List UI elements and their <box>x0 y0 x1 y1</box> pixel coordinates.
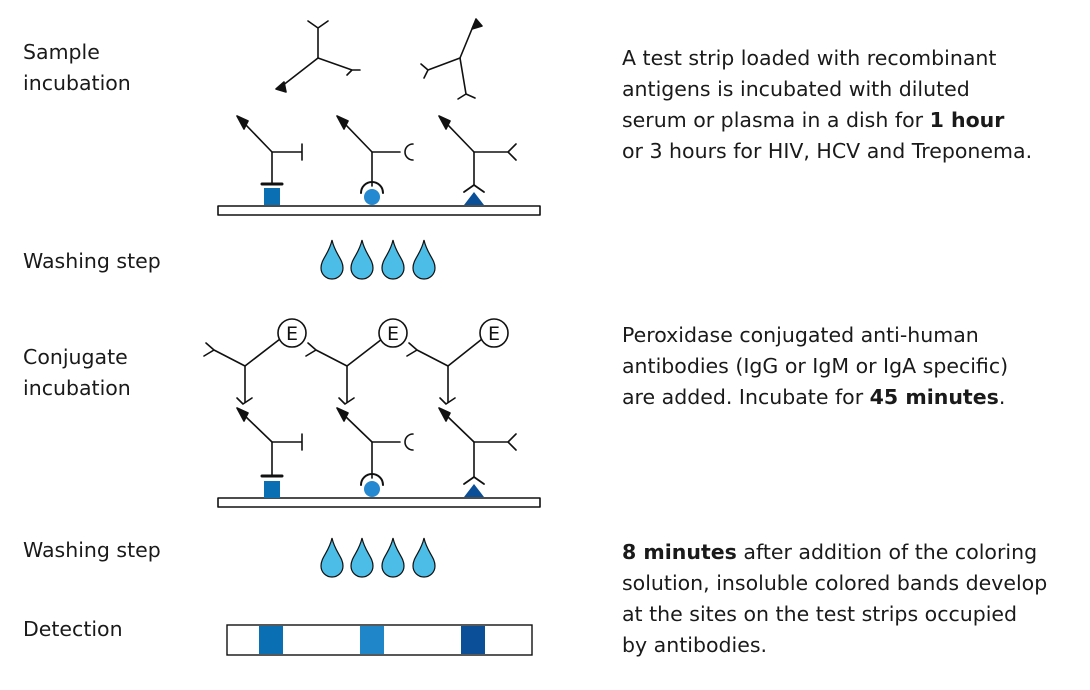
step-label-detection: Detection <box>23 617 123 641</box>
free-antibody-1 <box>275 20 361 93</box>
antigen-square <box>264 188 280 205</box>
water-drop-icon <box>320 239 344 280</box>
free-antibody-2 <box>420 18 483 100</box>
description-bold: 45 minutes <box>869 385 999 409</box>
step-label-washing-2: Washing step <box>23 538 161 562</box>
bound-antibody-3 <box>438 115 517 186</box>
detection-band-1 <box>259 626 283 654</box>
enzyme-circle-icon <box>479 318 509 348</box>
water-drop-icon <box>412 239 436 280</box>
detection-band-3 <box>461 626 485 654</box>
description-conjugate-incubation: Peroxidase conjugated anti-human antibod… <box>622 320 1008 413</box>
enzyme-label: E <box>286 323 298 345</box>
water-drop-icon <box>350 537 374 578</box>
detection-band-2 <box>360 626 384 654</box>
water-drop-icon <box>350 239 374 280</box>
step-label-conjugate-incubation: Conjugate incubation <box>23 345 131 400</box>
water-drop-icon <box>320 537 344 578</box>
step-label-washing-1: Washing step <box>23 249 161 273</box>
enzyme-circle-icon <box>277 318 307 348</box>
description-text: or 3 hours for HIV, HCV and Treponema. <box>622 139 1033 163</box>
test-strip <box>217 497 541 508</box>
description-bold: 1 hour <box>929 108 1005 132</box>
washing-drops-2 <box>320 537 436 578</box>
washing-drops-1 <box>320 239 436 280</box>
antigen-triangle <box>464 484 484 497</box>
description-text: . <box>998 385 1006 409</box>
description-text: Peroxidase conjugated anti-human antibod… <box>622 323 1009 409</box>
antigen-circle <box>364 481 380 497</box>
bound-antibody-1 <box>236 115 303 185</box>
description-detection: 8 minutes after addition of the coloring… <box>622 537 1047 661</box>
bound-antibody-2 <box>336 115 414 187</box>
antigen-circle <box>364 189 380 205</box>
water-drop-icon <box>381 239 405 280</box>
step-label-sample-incubation: Sample incubation <box>23 40 131 95</box>
description-sample-incubation: A test strip loaded with recombinant ant… <box>622 43 1032 167</box>
description-bold: 8 minutes <box>622 540 737 564</box>
enzyme-label: E <box>387 323 399 345</box>
enzyme-circle-icon <box>378 318 408 348</box>
test-strip <box>217 205 541 216</box>
description-text: A test strip loaded with recombinant ant… <box>622 46 997 132</box>
water-drop-icon <box>381 537 405 578</box>
antigen-triangle <box>464 192 484 205</box>
water-drop-icon <box>412 537 436 578</box>
enzyme-label: E <box>488 323 500 345</box>
antigen-square <box>264 481 280 498</box>
description-text: after addition of the coloring solution,… <box>622 540 1048 657</box>
